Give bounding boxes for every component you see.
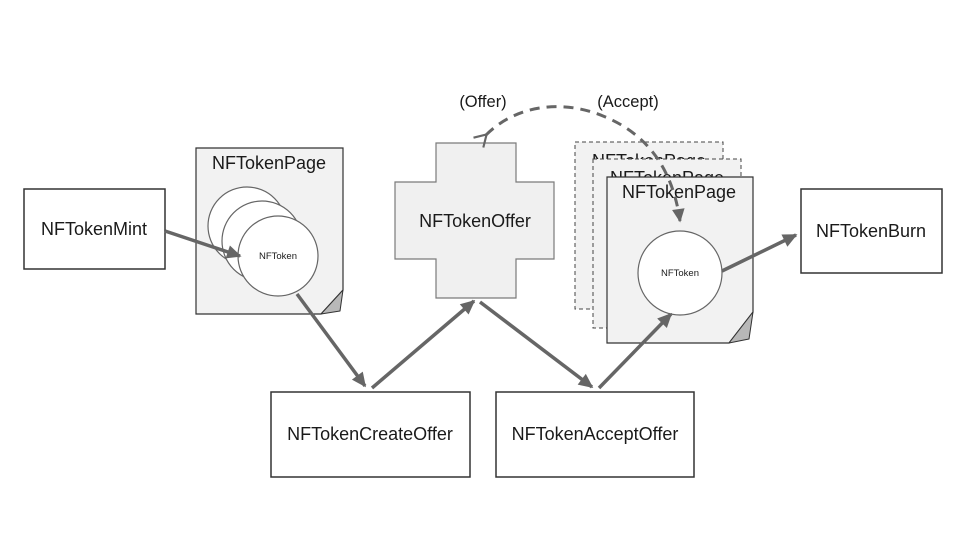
- arrow-token-to-burn: [721, 233, 798, 273]
- nftokenacceptoffer-label: NFTokenAcceptOffer: [512, 424, 679, 444]
- nftokenmint-node: NFTokenMint: [23, 188, 166, 270]
- offer-annotation: (Offer): [459, 93, 506, 111]
- nftokenpage-left-fold-corner: [320, 289, 344, 315]
- nftokencreateoffer-node: NFTokenCreateOffer: [270, 391, 471, 478]
- nftokenburn-box: [800, 188, 943, 274]
- nftokenpage-left: NFTokenPage NFToken: [195, 147, 344, 315]
- nftoken-label-right: NFToken: [661, 268, 699, 279]
- nftokenacceptoffer-node: NFTokenAcceptOffer: [495, 391, 695, 478]
- nftokenpage-right: NFTokenPage NFToken: [606, 176, 754, 344]
- arrow-offer-to-acceptoffer: [478, 300, 594, 389]
- arrow-mint-to-token: [164, 229, 242, 259]
- arrow-dashed-offer-accept-arc: [473, 105, 685, 223]
- nftokenmint-box: [23, 188, 166, 270]
- nftokenburn-label: NFTokenBurn: [816, 221, 926, 241]
- nftokencreateoffer-label: NFTokenCreateOffer: [287, 424, 453, 444]
- nftokenacceptoffer-box: [495, 391, 695, 478]
- nftokenpage-right-fold-corner: [728, 311, 754, 344]
- nftokenburn-node: NFTokenBurn: [800, 188, 943, 274]
- accept-annotation: (Accept): [597, 93, 658, 111]
- nftokenoffer-label: NFTokenOffer: [419, 211, 531, 231]
- nftoken-circle-right: [637, 230, 723, 316]
- arrow-token-to-createoffer: [295, 292, 367, 388]
- nftokencreateoffer-box: [270, 391, 471, 478]
- nftoken-label-left: NFToken: [259, 251, 297, 262]
- arrow-acceptoffer-to-token: [597, 312, 673, 390]
- nftokenmint-label: NFTokenMint: [41, 219, 147, 239]
- nftokenpage-right-title: NFTokenPage: [622, 182, 736, 202]
- nftokenpage-left-title: NFTokenPage: [212, 153, 326, 173]
- arrow-createoffer-to-offer: [370, 299, 476, 390]
